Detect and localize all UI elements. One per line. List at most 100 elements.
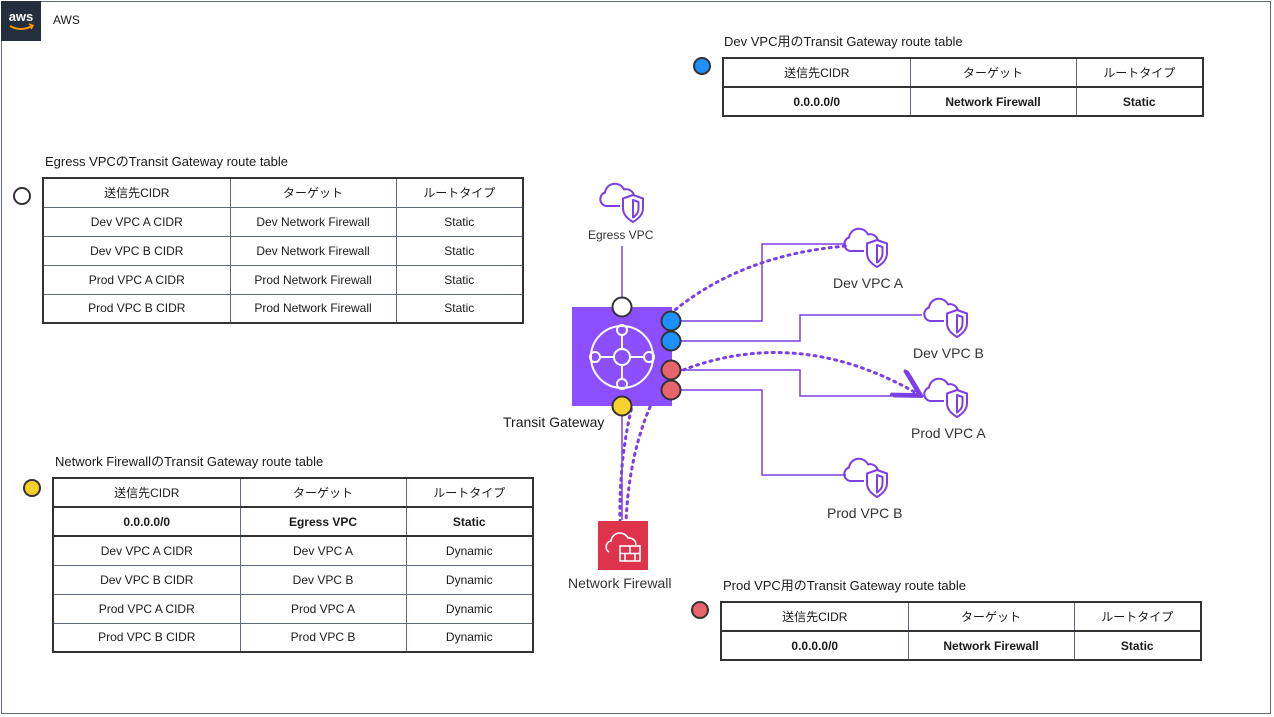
type-cell: Static [395, 206, 524, 237]
column-header-target: ターゲット [229, 177, 397, 208]
prod-a-traffic-flow [662, 351, 918, 394]
target-cell: Network Firewall [907, 630, 1075, 661]
target-cell: Dev Network Firewall [229, 206, 397, 237]
cidr-cell: 0.0.0.0/0 [720, 630, 909, 661]
target-cell: Dev VPC A [239, 535, 407, 566]
table-row: 0.0.0.0/0 Network Firewall Static [720, 630, 1202, 661]
network-firewall-icon [598, 521, 648, 570]
target-cell: Network Firewall [909, 86, 1077, 117]
table-row: Prod VPC A CIDR Prod VPC A Dynamic [52, 593, 534, 624]
prod-route-table-marker [691, 601, 709, 619]
network-firewall-label: Network Firewall [568, 575, 672, 591]
table-header-row: 送信先CIDR ターゲット ルートタイプ [42, 177, 524, 208]
prod-vpc-a-label: Prod VPC A [911, 425, 986, 441]
transit-gateway-label: Transit Gateway [503, 414, 605, 430]
dev-a-attachment-marker [660, 310, 682, 332]
column-header-type: ルートタイプ [1075, 57, 1204, 88]
type-cell: Dynamic [405, 535, 534, 566]
table-row: Prod VPC A CIDR Prod Network Firewall St… [42, 264, 524, 295]
target-cell: Dev VPC B [239, 564, 407, 595]
prod-route-table: 送信先CIDR ターゲット ルートタイプ 0.0.0.0/0 Network F… [720, 601, 1202, 661]
target-cell: Prod Network Firewall [229, 293, 397, 324]
nfw-route-table-title: Network FirewallのTransit Gateway route t… [55, 454, 324, 469]
table-header-row: 送信先CIDR ターゲット ルートタイプ [722, 57, 1204, 88]
prod-vpc-a-icon [923, 377, 968, 418]
table-row: Dev VPC B CIDR Dev Network Firewall Stat… [42, 235, 524, 266]
column-header-cidr: 送信先CIDR [52, 477, 241, 508]
column-header-type: ルートタイプ [395, 177, 524, 208]
cidr-cell: 0.0.0.0/0 [722, 86, 911, 117]
target-cell: Prod Network Firewall [229, 264, 397, 295]
prod-a-connection-line [680, 369, 922, 397]
column-header-cidr: 送信先CIDR [720, 601, 909, 632]
aws-logo-icon: aws [1, 1, 41, 41]
column-header-target: ターゲット [907, 601, 1075, 632]
aws-group-title: AWS [53, 13, 80, 27]
nfw-route-table-marker [23, 479, 41, 497]
nfw-route-table: 送信先CIDR ターゲット ルートタイプ 0.0.0.0/0 Egress VP… [52, 477, 534, 653]
dev-route-table-marker [693, 57, 711, 75]
prod-a-attachment-marker [660, 359, 682, 381]
cidr-cell: Prod VPC A CIDR [52, 593, 241, 624]
prod-route-table-title: Prod VPC用のTransit Gateway route table [723, 578, 967, 593]
cidr-cell: Dev VPC B CIDR [52, 564, 241, 595]
table-row: 0.0.0.0/0 Egress VPC Static [52, 506, 534, 537]
type-cell: Static [395, 293, 524, 324]
type-cell: Static [405, 506, 534, 537]
cidr-cell: Prod VPC A CIDR [42, 264, 231, 295]
target-cell: Prod VPC B [239, 622, 407, 653]
connection-lines [621, 243, 922, 520]
dev-route-table-title: Dev VPC用のTransit Gateway route table [724, 34, 963, 49]
column-header-cidr: 送信先CIDR [722, 57, 911, 88]
attachment-markers [611, 296, 682, 417]
prod-vpc-b-icon [843, 457, 888, 498]
type-cell: Dynamic [405, 622, 534, 653]
type-cell: Static [395, 235, 524, 266]
table-header-row: 送信先CIDR ターゲット ルートタイプ [52, 477, 534, 508]
target-cell: Prod VPC A [239, 593, 407, 624]
column-header-target: ターゲット [909, 57, 1077, 88]
egress-route-table: 送信先CIDR ターゲット ルートタイプ Dev VPC A CIDR Dev … [42, 177, 524, 324]
type-cell: Static [395, 264, 524, 295]
egress-attachment-marker [611, 296, 633, 318]
egress-route-table-title: Egress VPCのTransit Gateway route table [45, 154, 289, 169]
dev-b-attachment-marker [660, 330, 682, 352]
type-cell: Dynamic [405, 564, 534, 595]
target-cell: Dev Network Firewall [229, 235, 397, 266]
cidr-cell: Prod VPC B CIDR [42, 293, 231, 324]
dev-vpc-b-icon [923, 297, 968, 338]
column-header-cidr: 送信先CIDR [42, 177, 231, 208]
cidr-cell: Prod VPC B CIDR [52, 622, 241, 653]
table-row: 0.0.0.0/0 Network Firewall Static [722, 86, 1204, 117]
egress-vpc-label: Egress VPC [588, 228, 654, 242]
table-row: Dev VPC B CIDR Dev VPC B Dynamic [52, 564, 534, 595]
type-cell: Static [1073, 630, 1202, 661]
target-cell: Egress VPC [239, 506, 407, 537]
svg-text:aws: aws [9, 9, 34, 24]
transit-gateway-icon [572, 307, 672, 406]
table-header-row: 送信先CIDR ターゲット ルートタイプ [720, 601, 1202, 632]
cidr-cell: Dev VPC A CIDR [42, 206, 231, 237]
table-row: Prod VPC B CIDR Prod Network Firewall St… [42, 293, 524, 324]
table-row: Prod VPC B CIDR Prod VPC B Dynamic [52, 622, 534, 653]
nfw-attachment-marker [611, 395, 633, 417]
type-cell: Static [1075, 86, 1204, 117]
dev-vpc-b-label: Dev VPC B [913, 345, 984, 361]
dev-route-table: 送信先CIDR ターゲット ルートタイプ 0.0.0.0/0 Network F… [722, 57, 1204, 117]
prod-vpc-b-label: Prod VPC B [827, 505, 903, 521]
type-cell: Dynamic [405, 593, 534, 624]
cidr-cell: 0.0.0.0/0 [52, 506, 241, 537]
table-row: Dev VPC A CIDR Dev VPC A Dynamic [52, 535, 534, 566]
dev-a-traffic-flow [668, 244, 848, 316]
dev-b-connection-line [680, 314, 922, 342]
cidr-cell: Dev VPC A CIDR [52, 535, 241, 566]
column-header-type: ルートタイプ [1073, 601, 1202, 632]
egress-vpc-icon [599, 182, 644, 223]
column-header-type: ルートタイプ [405, 477, 534, 508]
column-header-target: ターゲット [239, 477, 407, 508]
table-row: Dev VPC A CIDR Dev Network Firewall Stat… [42, 206, 524, 237]
egress-route-table-marker [13, 187, 31, 205]
cidr-cell: Dev VPC B CIDR [42, 235, 231, 266]
